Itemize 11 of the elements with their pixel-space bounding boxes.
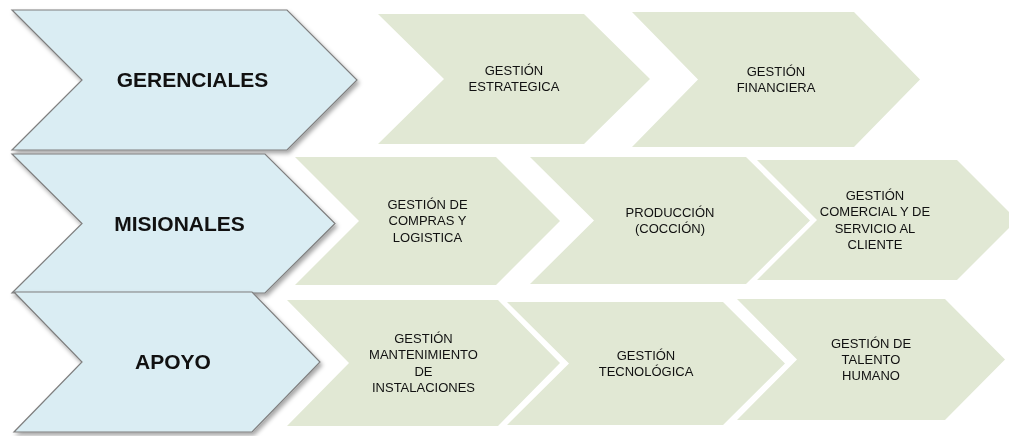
process-label: GESTIÓN TECNOLÓGICA <box>597 347 695 380</box>
process-label: GESTIÓN FINANCIERA <box>735 63 817 96</box>
process-label: GESTIÓN COMERCIAL Y DE SERVICIO AL CLIENTE <box>818 187 932 253</box>
process-label: GESTIÓN DE TALENTO HUMANO <box>829 335 913 384</box>
category-label: GERENCIALES <box>115 68 270 92</box>
process-label: PRODUCCIÓN (COCCIÓN) <box>624 204 716 237</box>
category-label: MISIONALES <box>113 211 246 236</box>
category-label: APOYO <box>134 350 212 374</box>
process-label: GESTIÓN ESTRATEGICA <box>467 62 561 96</box>
process-label: GESTIÓN MANTENIMIENTO DE INSTALACIONES <box>368 330 479 396</box>
process-label: GESTIÓN DE COMPRAS Y LOGISTICA <box>386 196 469 246</box>
